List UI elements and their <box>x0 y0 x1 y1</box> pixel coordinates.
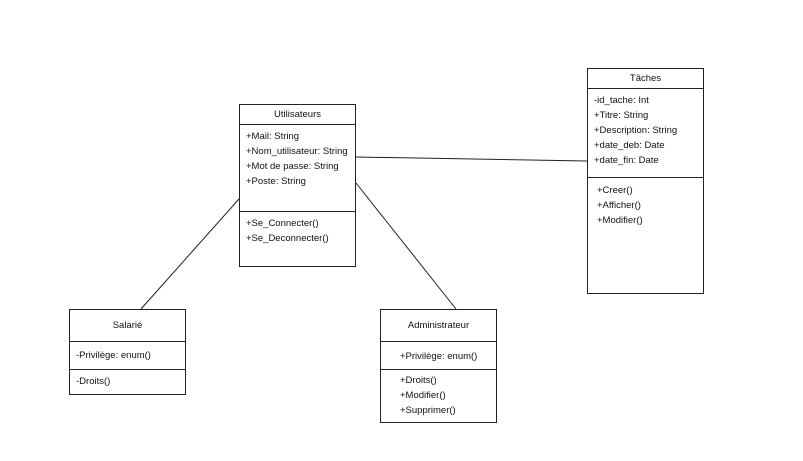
class-name-administrateur: Administrateur <box>381 310 496 342</box>
operation: +Droits() <box>400 375 437 386</box>
attribute: -Privilège: enum() <box>76 350 151 361</box>
attribute: +Privilège: enum() <box>400 351 478 362</box>
association-utilisateurs-salarie <box>140 198 240 310</box>
operation: +Creer() <box>597 185 633 196</box>
attribute: +Description: String <box>594 125 678 136</box>
operation: +Se_Deconnecter() <box>246 233 329 244</box>
class-taches[interactable]: Tâches -id_tache: Int +Titre: String +De… <box>587 68 704 294</box>
class-name-utilisateurs: Utilisateurs <box>240 105 355 125</box>
operation: +Modifier() <box>400 390 446 401</box>
class-utilisateurs[interactable]: Utilisateurs +Mail: String +Nom_utilisat… <box>239 104 356 267</box>
class-administrateur[interactable]: Administrateur +Privilège: enum() +Droit… <box>380 309 497 423</box>
attributes-administrateur: +Privilège: enum() <box>381 342 496 370</box>
attributes-utilisateurs: +Mail: String +Nom_utilisateur: String +… <box>240 125 355 212</box>
attribute: +date_fin: Date <box>594 155 659 166</box>
operations-utilisateurs: +Se_Connecter() +Se_Deconnecter() <box>240 212 355 246</box>
operation: -Droits() <box>76 376 111 387</box>
attribute: +Mail: String <box>246 131 300 142</box>
operations-administrateur: +Droits() +Modifier() +Supprimer() <box>381 370 496 418</box>
operation: +Supprimer() <box>400 405 456 416</box>
attribute: +Nom_utilisateur: String <box>246 146 348 157</box>
operations-salarie: -Droits() <box>70 370 185 389</box>
operation: +Afficher() <box>597 200 641 211</box>
operation: +Se_Connecter() <box>246 218 319 229</box>
attribute: +Poste: String <box>246 176 306 187</box>
attribute: -id_tache: Int <box>594 95 649 106</box>
class-salarie[interactable]: Salarié -Privilège: enum() -Droits() <box>69 309 186 395</box>
attributes-taches: -id_tache: Int +Titre: String +Descripti… <box>588 89 703 178</box>
class-name-taches: Tâches <box>588 69 703 89</box>
attribute: +date_deb: Date <box>594 140 665 151</box>
association-utilisateurs-taches <box>355 156 588 162</box>
attribute: +Mot de passe: String <box>246 161 339 172</box>
operation: +Modifier() <box>597 215 643 226</box>
attributes-salarie: -Privilège: enum() <box>70 342 185 370</box>
class-name-salarie: Salarié <box>70 310 185 342</box>
association-utilisateurs-administrateur <box>355 182 457 310</box>
operations-taches: +Creer() +Afficher() +Modifier() <box>588 178 703 228</box>
attribute: +Titre: String <box>594 110 649 121</box>
